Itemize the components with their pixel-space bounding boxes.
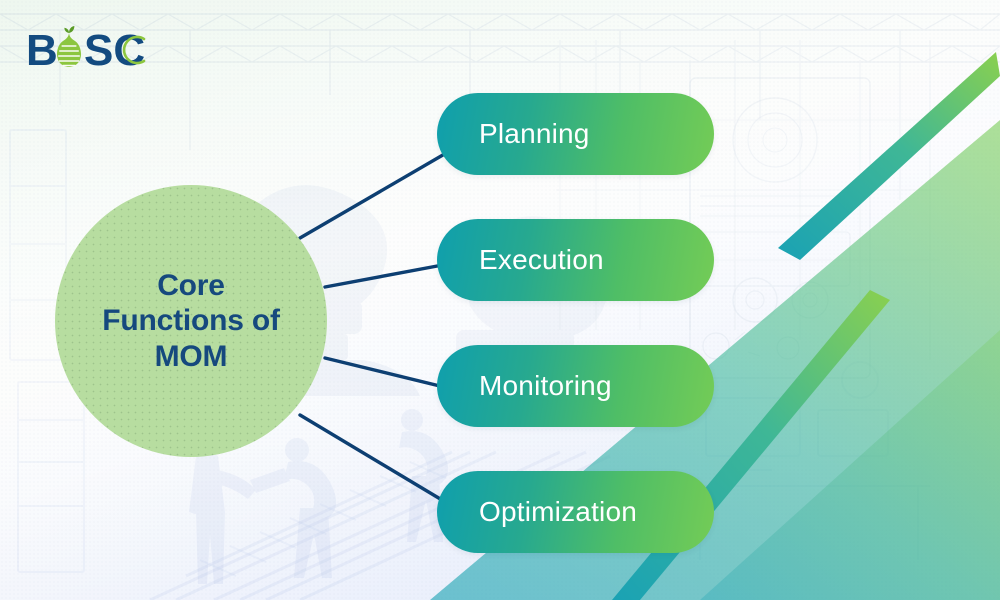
logo-letter-b: B	[26, 26, 58, 75]
node-label-planning: Planning	[479, 118, 590, 149]
logo-arc	[122, 35, 146, 65]
brand-logo[interactable]: B SC	[26, 22, 156, 78]
logo-letters-sc: SC	[84, 26, 145, 75]
node-label-optimization: Optimization	[479, 496, 638, 527]
core-hub-title: Core Functions of MOM	[102, 268, 280, 373]
pear-icon	[57, 26, 81, 67]
node-pill-planning[interactable]: Planning	[437, 93, 714, 175]
connector-to-optimization	[298, 413, 454, 508]
node-label-monitoring: Monitoring	[479, 370, 612, 401]
connector-to-execution	[323, 262, 450, 289]
connector-to-monitoring	[323, 356, 450, 390]
node-label-execution: Execution	[479, 244, 604, 275]
node-pill-monitoring[interactable]: Monitoring	[437, 345, 714, 427]
core-hub-circle: Core Functions of MOM	[55, 185, 327, 457]
node-pill-execution[interactable]: Execution	[437, 219, 714, 301]
connector-to-planning	[298, 150, 450, 240]
node-pill-optimization[interactable]: Optimization	[437, 471, 714, 553]
